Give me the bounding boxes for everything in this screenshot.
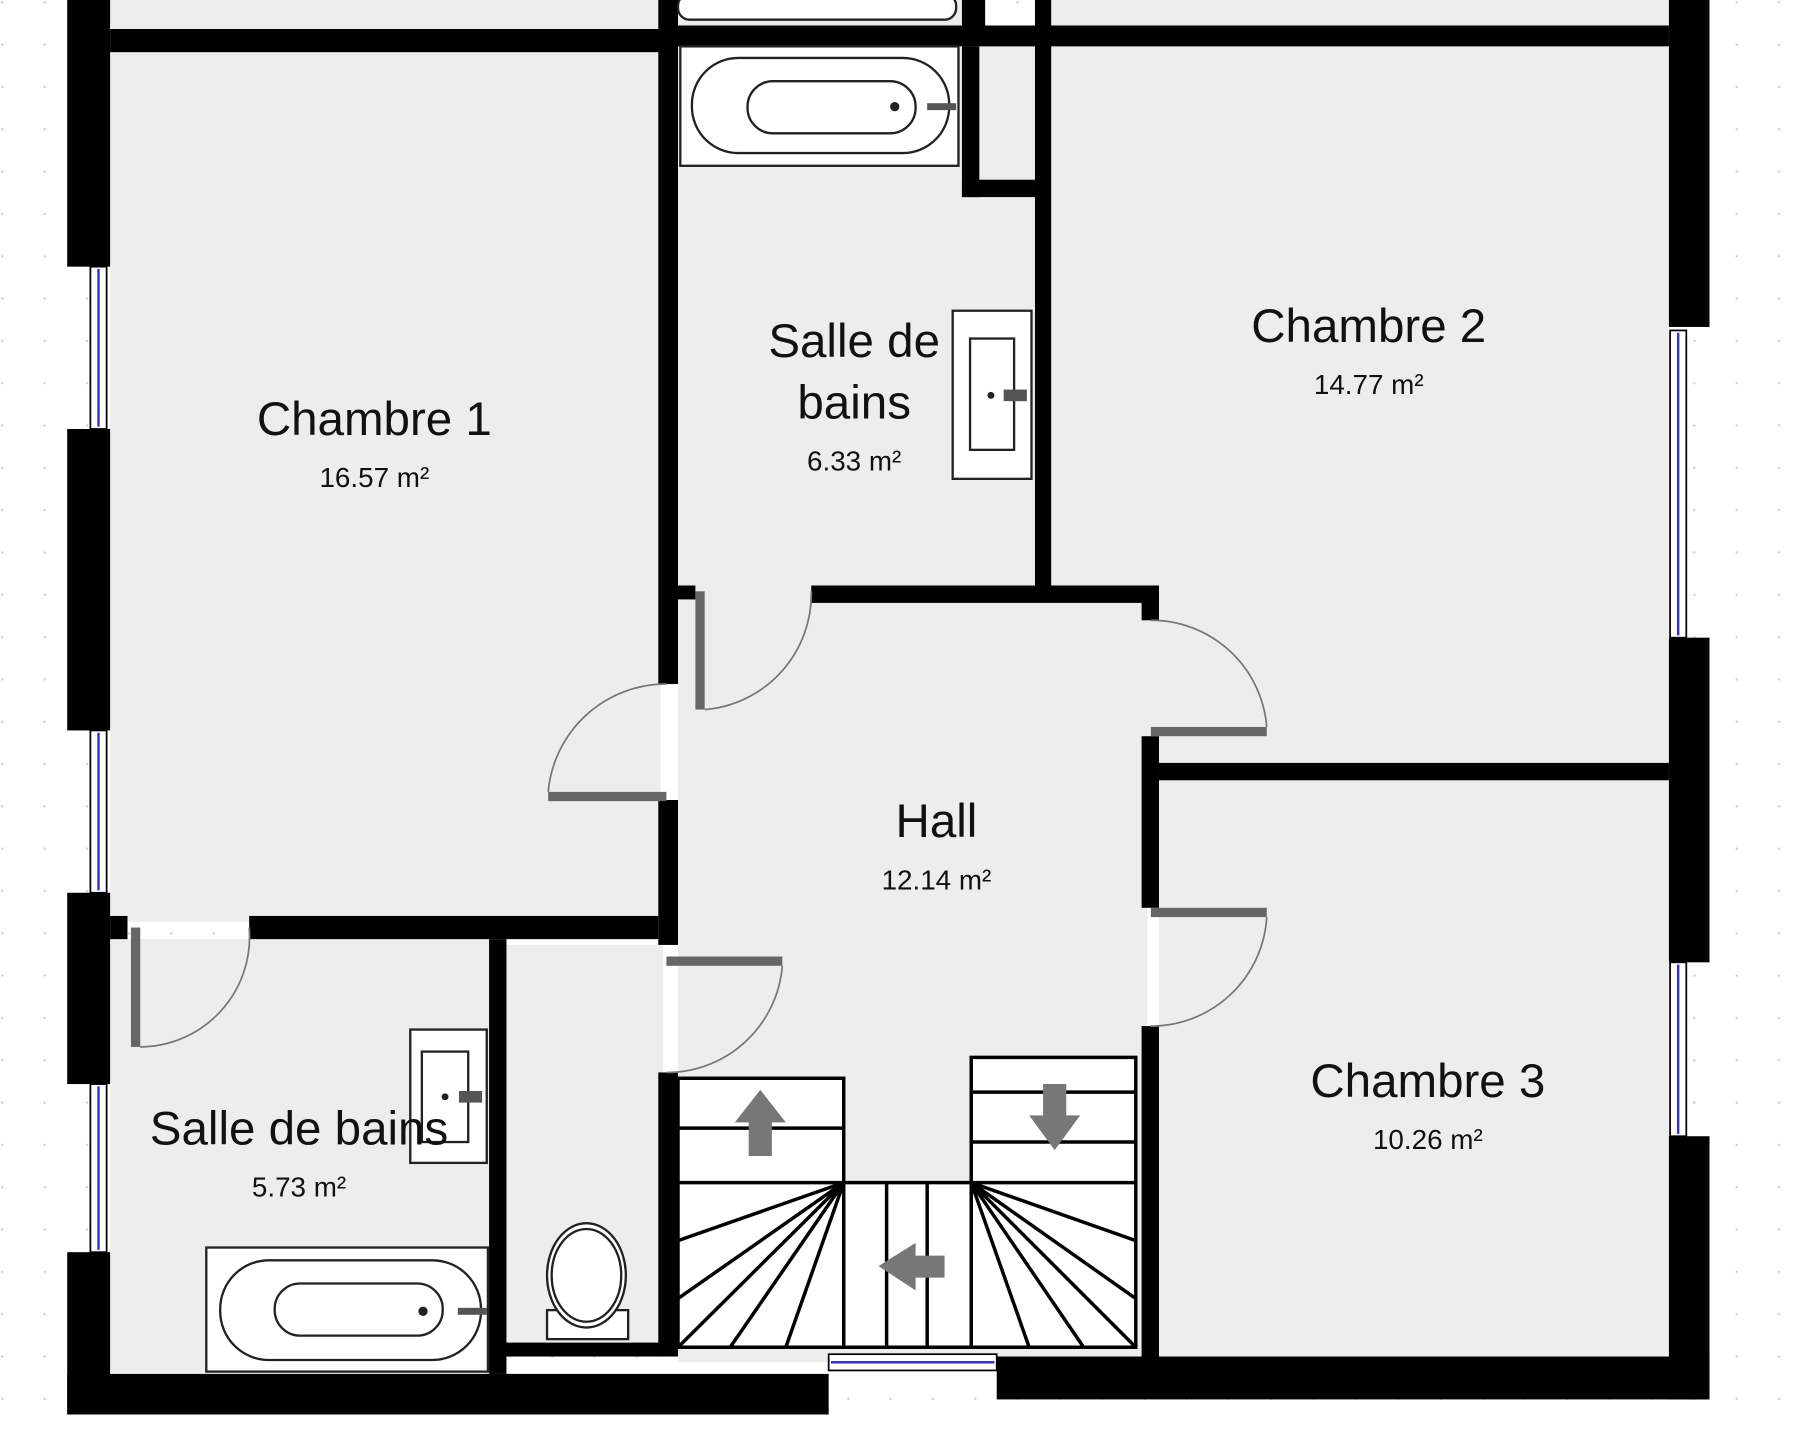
toilet bbox=[545, 1222, 630, 1341]
room-chambre-2 bbox=[1051, 46, 1669, 766]
walls bbox=[67, 0, 1710, 1415]
room-area: 10.26 m² bbox=[1373, 1124, 1483, 1155]
room-label: Chambre 2 bbox=[1251, 300, 1486, 353]
room-floors bbox=[110, 0, 1669, 1374]
doors bbox=[130, 591, 1268, 1074]
room-area: 5.73 m² bbox=[252, 1172, 346, 1203]
stair-arrow-up-icon bbox=[734, 1089, 786, 1156]
room-label: Salle de bains bbox=[150, 1102, 448, 1155]
sink-lower bbox=[409, 1028, 488, 1165]
wc-threshold bbox=[515, 1363, 650, 1370]
bathtub-lower bbox=[205, 1246, 490, 1373]
room-area: 14.77 m² bbox=[1314, 369, 1424, 400]
room-label: Chambre 1 bbox=[257, 393, 492, 446]
room-chambre-1 bbox=[110, 52, 661, 922]
bathtub-upper bbox=[679, 45, 960, 167]
stair-arrow-down-icon bbox=[1029, 1084, 1081, 1151]
room-chambre-3 bbox=[1158, 780, 1669, 1360]
room-label: Chambre 3 bbox=[1310, 1055, 1545, 1108]
room-label: Hall bbox=[896, 795, 978, 848]
sink-upper bbox=[951, 309, 1033, 480]
room-area: 6.33 m² bbox=[807, 446, 901, 477]
windows bbox=[89, 265, 1688, 1372]
room-area: 12.14 m² bbox=[882, 864, 992, 895]
room-label: Salle de bbox=[768, 315, 940, 368]
room-label-line2: bains bbox=[797, 377, 911, 430]
room-area: 16.57 m² bbox=[319, 462, 429, 493]
stair-arrow-left-icon bbox=[878, 1242, 945, 1291]
bathtub-top-edge bbox=[676, 0, 958, 21]
